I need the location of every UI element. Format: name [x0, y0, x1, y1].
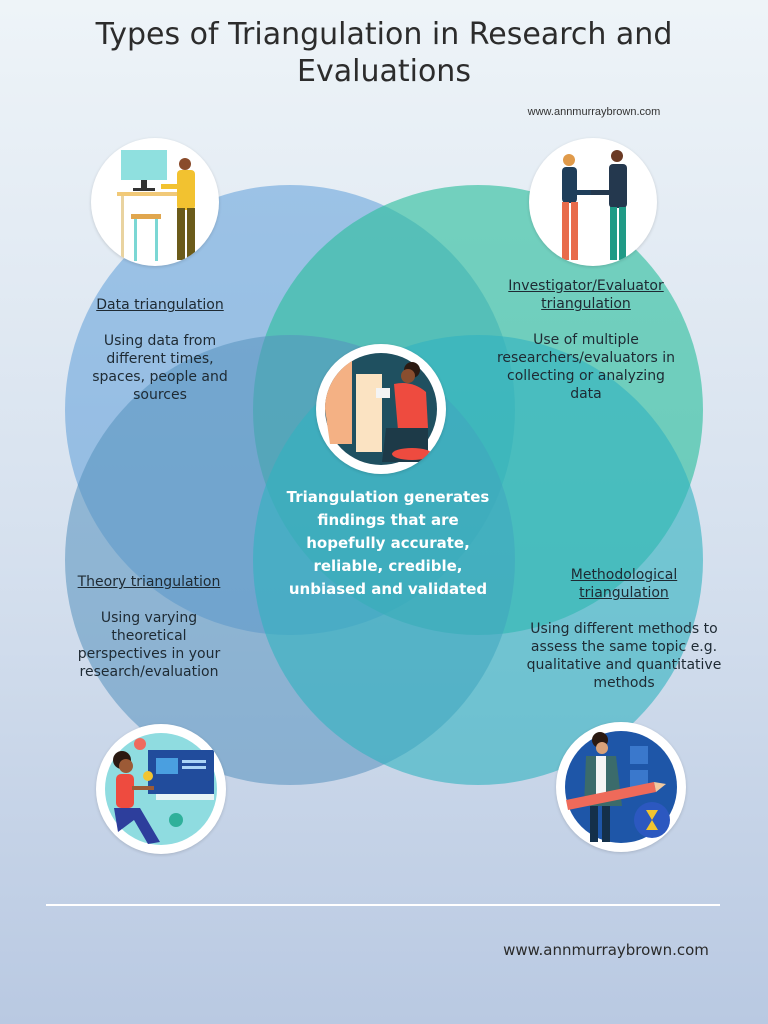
theory-triangulation-label: Theory triangulation Using varying theor… — [70, 573, 228, 681]
page-title: Types of Triangulation in Research and E… — [95, 17, 673, 89]
investigator-triangulation-label: Investigator/Evaluator triangulation Use… — [494, 277, 678, 403]
person-at-monitor-icon — [96, 724, 226, 854]
data-triangulation-label: Data triangulation Using data from diffe… — [78, 296, 242, 404]
theory-triangulation-description: Using varying theoretical perspectives i… — [77, 610, 221, 680]
theory-triangulation-heading: Theory triangulation — [77, 574, 221, 590]
website-url-top: www.annmurraybrown.com — [527, 106, 661, 118]
divider — [46, 904, 720, 906]
person-at-standing-desk-icon — [91, 138, 219, 266]
investigator-triangulation-description: Use of multiple researchers/evaluators i… — [496, 332, 676, 402]
person-reading-icon — [316, 344, 446, 474]
methodological-triangulation-description: Using different methods to assess the sa… — [526, 621, 722, 691]
person-with-pencil-icon — [556, 722, 686, 852]
methodological-triangulation-label: Methodological triangulation Using diffe… — [524, 566, 724, 692]
data-triangulation-heading: Data triangulation — [96, 297, 224, 313]
center-summary-text: Triangulation generates findings that ar… — [286, 488, 490, 598]
website-url-bottom: www.annmurraybrown.com — [503, 941, 709, 959]
data-triangulation-description: Using data from different times, spaces,… — [92, 333, 228, 403]
investigator-triangulation-heading: Investigator/Evaluator triangulation — [508, 278, 664, 312]
methodological-triangulation-heading: Methodological triangulation — [570, 567, 678, 601]
handshake-icon — [529, 138, 657, 266]
